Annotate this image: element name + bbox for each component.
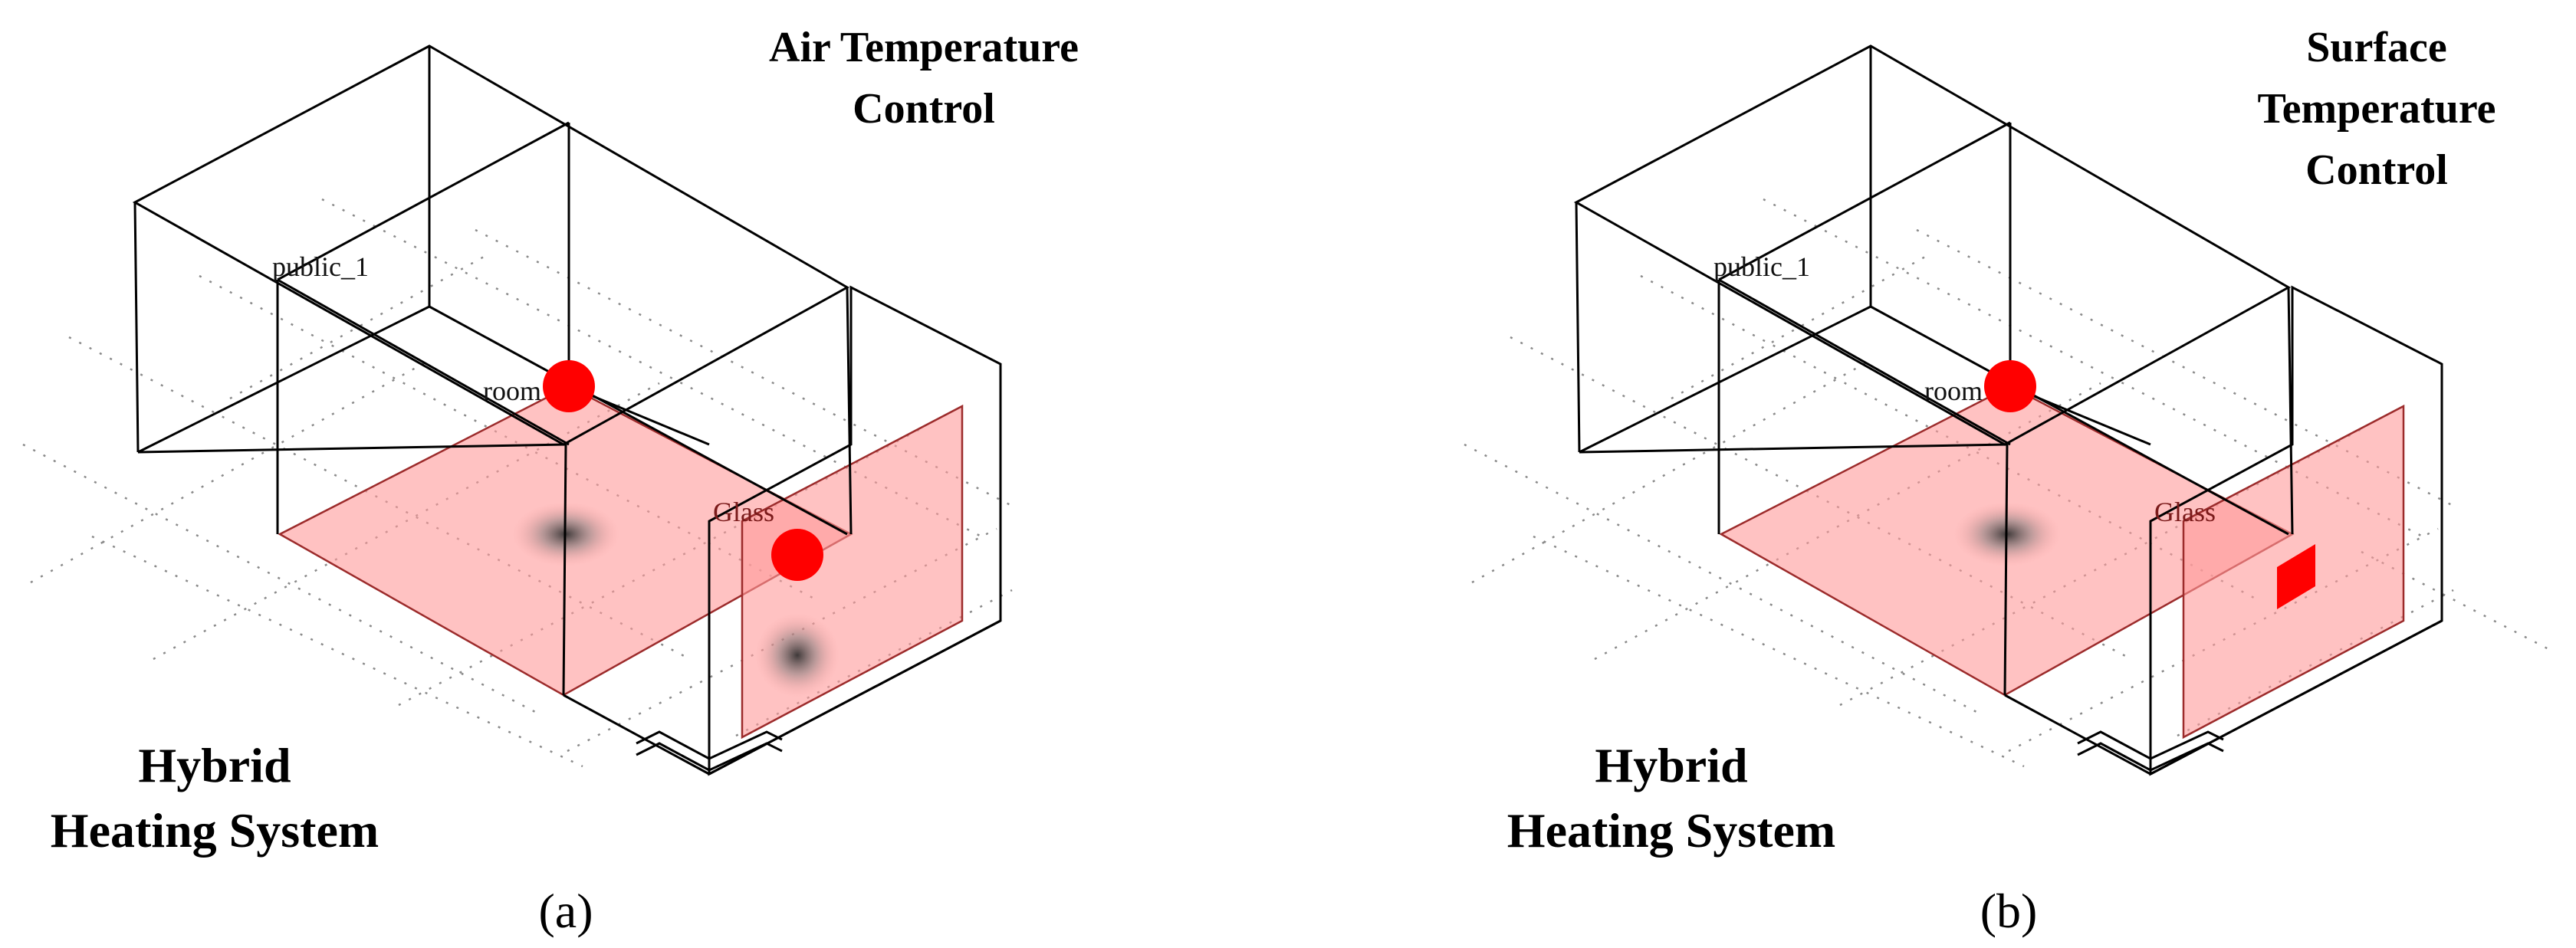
zone-label-window: Glass: [713, 497, 774, 527]
control-title-line-3: Control: [2305, 146, 2448, 194]
building-wireframe: [132, 44, 1002, 776]
system-label-line-1: Hybrid: [1595, 738, 1747, 792]
window-air-sensor-marker: [771, 529, 823, 581]
panel-b: public_1 room Glass Surface Temperature …: [1464, 24, 2554, 938]
air-sensor-marker: [543, 360, 595, 412]
system-label-line-2: Heating System: [1507, 803, 1835, 858]
panel-a: public_1 room Glass Air Temperature Cont…: [22, 24, 1079, 938]
air-sensor-marker: [1984, 360, 2036, 412]
zone-label-upper: public_1: [272, 251, 369, 282]
zone-label-upper: public_1: [1714, 251, 1810, 282]
panel-caption: (b): [1980, 884, 2038, 938]
zone-label-lower: room: [1924, 376, 1983, 406]
control-title-line-2: Control: [853, 85, 995, 133]
control-title-line-1: Surface: [2306, 24, 2447, 71]
system-label-line-2: Heating System: [51, 803, 379, 858]
system-label-line-1: Hybrid: [138, 738, 291, 792]
zone-label-window: Glass: [2154, 497, 2216, 527]
building-wireframe: [1573, 44, 2443, 776]
control-title-line-2: Temperature: [2257, 85, 2496, 133]
panel-caption: (a): [538, 884, 593, 938]
surface-sensor-marker: [2277, 544, 2315, 609]
control-title-line-1: Air Temperature: [769, 24, 1079, 71]
window-shadow: [755, 613, 840, 697]
zone-label-lower: room: [483, 376, 541, 406]
